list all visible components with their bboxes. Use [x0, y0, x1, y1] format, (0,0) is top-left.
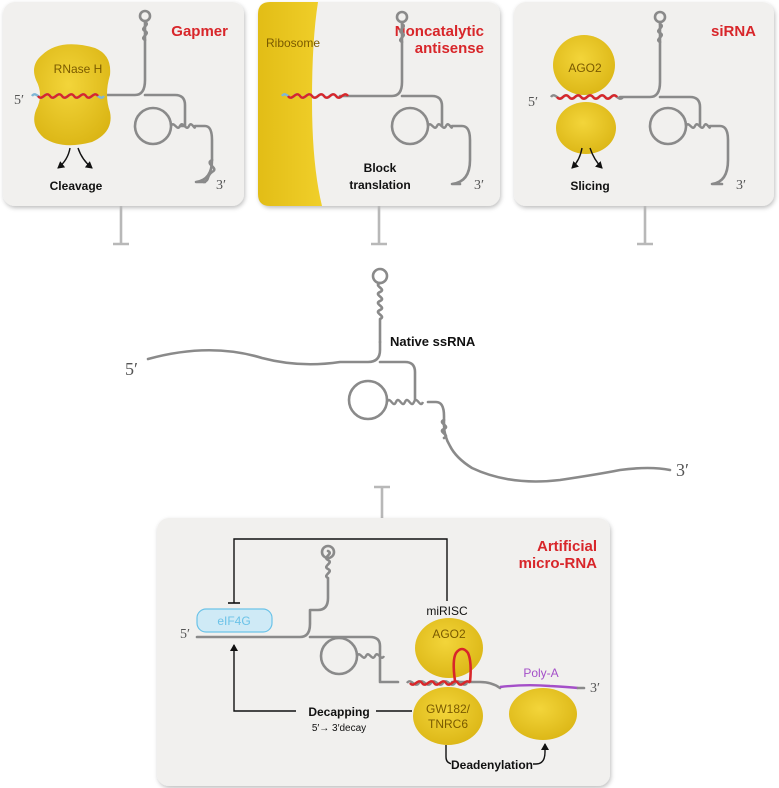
amirna-panel: Artificial micro-RNA miRISC eIF4G 5′ AGO…	[157, 518, 610, 786]
block-label-line1: Block	[364, 161, 397, 175]
sirna-panel: siRNA AGO2 5′ 3′ Slicing	[514, 2, 774, 206]
noncatalytic-panel-bg	[258, 2, 500, 206]
ago2-bottom-lobe	[556, 102, 616, 154]
slicing-arrow-right	[589, 147, 603, 169]
gapmer-5prime: 5′	[14, 93, 24, 108]
native-3prime: 3′	[676, 460, 689, 480]
rnase-h-label: RNase H	[54, 62, 103, 76]
sirna-3prime: 3′	[736, 178, 746, 193]
amirna-panel-bg	[157, 518, 610, 786]
sirna-target-strand	[556, 94, 618, 100]
amirna-5prime: 5′	[180, 627, 190, 642]
native-internal-loop	[347, 379, 389, 421]
native-rna-strand	[146, 340, 672, 483]
poly-a-label: Poly-A	[523, 666, 558, 680]
cleavage-label: Cleavage	[50, 179, 103, 193]
cleavage-arrow-right	[77, 147, 93, 169]
native-ssrna: Native ssRNA 5′ 3′	[125, 267, 689, 483]
deadenylation-label: Deadenylation	[451, 758, 533, 772]
eif4g-box	[196, 608, 273, 633]
noncatalytic-3prime: 3′	[474, 178, 484, 193]
cleavage-arrow-left	[57, 147, 71, 169]
amirna-inhibition-bar	[374, 485, 390, 518]
gapmer-title: Gapmer	[171, 23, 228, 40]
gapmer-target-strand	[37, 93, 99, 99]
slicing-label: Slicing	[570, 179, 609, 193]
amirna-title-line2: micro-RNA	[519, 555, 598, 572]
sirna-ago2-label: AGO2	[568, 61, 602, 75]
gapmer-panel: Gapmer RNase H 5′ 3′ Cleavage	[3, 2, 244, 206]
amirna-title-line1: Artificial	[537, 538, 597, 555]
sirna-title: siRNA	[711, 23, 756, 40]
noncatalytic-inhibition-bar	[371, 206, 387, 246]
ribosome-label: Ribosome	[266, 36, 320, 50]
native-5prime: 5′	[125, 359, 138, 379]
mirna-bulge	[452, 647, 472, 683]
sirna-inhibition-bar	[637, 206, 653, 246]
gapmer-3prime: 3′	[216, 178, 226, 193]
native-ssrna-label: Native ssRNA	[390, 334, 476, 349]
sirna-5prime: 5′	[528, 95, 538, 110]
amirna-rna-strand	[195, 549, 502, 690]
gw182-label-line1: GW182/	[426, 702, 471, 716]
decapping-label: Decapping	[308, 705, 369, 719]
ago2-protein	[415, 618, 483, 678]
noncatalytic-target-strand	[287, 93, 349, 99]
block-label-line2: translation	[349, 178, 410, 192]
ribosome-protein	[258, 2, 322, 206]
noncatalytic-title-line2: antisense	[415, 40, 484, 57]
mirisc-feedback-line	[233, 538, 448, 603]
amirna-ago2-label: AGO2	[432, 627, 466, 641]
decay-label: 5′→ 3′decay	[312, 723, 366, 734]
ago2-top-lobe	[553, 35, 615, 95]
gw182-protein	[413, 687, 483, 745]
eif4g-label: eIF4G	[217, 614, 250, 628]
gapmer-inhibition-bar	[113, 206, 129, 246]
slicing-arrow-left	[571, 147, 583, 169]
mirisc-label: miRISC	[426, 604, 468, 618]
amirna-3prime: 3′	[590, 681, 600, 696]
deadenylase-protein	[509, 688, 577, 740]
noncatalytic-panel: Ribosome Noncatalytic antisense 3′ Block…	[258, 2, 500, 206]
poly-a-tail	[499, 684, 579, 690]
noncatalytic-title-line1: Noncatalytic	[395, 23, 484, 40]
amirna-guide-strand	[409, 680, 471, 686]
gw182-label-line2: TNRC6	[428, 717, 468, 731]
native-hairpin-loop	[371, 267, 389, 285]
